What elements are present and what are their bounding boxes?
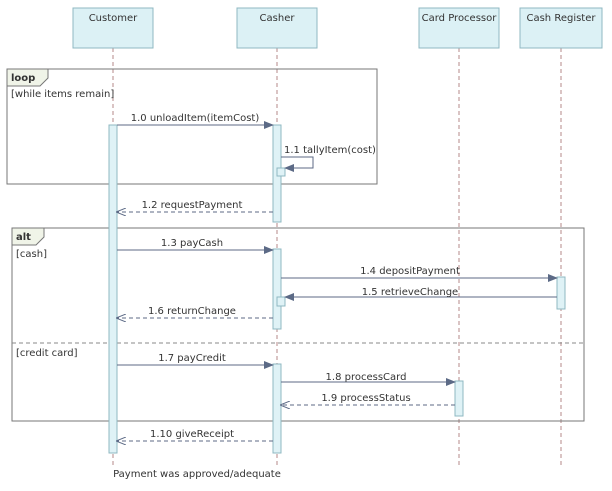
- alt-guard-credit-card: [credit card]: [16, 348, 78, 359]
- message-1-8[interactable]: 1.8 processCard: [281, 372, 456, 386]
- activation-customer: [108, 124, 118, 454]
- participant-cash-register-label: Cash Register: [526, 13, 596, 24]
- message-1-0-label: 1.0 unloadItem(itemCost): [131, 113, 260, 124]
- message-1-4-label: 1.4 depositPayment: [360, 266, 460, 277]
- message-1-6[interactable]: 1.6 returnChange: [117, 306, 273, 318]
- message-1-4[interactable]: 1.4 depositPayment: [281, 266, 558, 282]
- alt-guard-cash: [cash]: [16, 249, 47, 260]
- message-1-5-label: 1.5 retrieveChange: [362, 287, 458, 298]
- message-1-7[interactable]: 1.7 payCredit: [117, 353, 274, 369]
- activation-card-processor: [454, 380, 464, 417]
- message-1-2-label: 1.2 requestPayment: [142, 200, 243, 211]
- message-1-9-label: 1.9 processStatus: [321, 393, 410, 404]
- message-1-10-label: 1.10 giveReceipt: [150, 429, 234, 440]
- message-1-9[interactable]: 1.9 processStatus: [281, 393, 455, 405]
- message-1-0[interactable]: 1.0 unloadItem(itemCost): [117, 113, 274, 129]
- message-1-8-label: 1.8 processCard: [326, 372, 407, 383]
- participant-casher-label: Casher: [260, 13, 296, 24]
- activation-casher-self: [276, 167, 286, 177]
- activation-casher-2: [272, 248, 282, 330]
- message-1-3-label: 1.3 payCash: [161, 238, 223, 249]
- participant-casher[interactable]: Casher: [236, 7, 318, 49]
- message-1-6-label: 1.6 returnChange: [148, 306, 236, 317]
- loop-fragment: loop [while items remain]: [6, 68, 378, 185]
- participant-cash-register[interactable]: Cash Register: [519, 7, 603, 49]
- alt-keyword: alt: [16, 232, 31, 243]
- message-1-1-label: 1.1 tallyItem(cost): [284, 145, 376, 156]
- message-1-5[interactable]: 1.5 retrieveChange: [284, 287, 557, 301]
- message-1-3[interactable]: 1.3 payCash: [117, 238, 274, 254]
- note-text: Payment was approved/adequate: [113, 469, 281, 480]
- loop-guard: [while items remain]: [11, 89, 114, 100]
- message-1-10[interactable]: 1.10 giveReceipt: [117, 429, 273, 441]
- participant-customer-label: Customer: [89, 13, 138, 24]
- message-1-2[interactable]: 1.2 requestPayment: [117, 200, 273, 212]
- message-1-7-label: 1.7 payCredit: [158, 353, 226, 364]
- activation-casher-self-2: [276, 296, 286, 307]
- loop-keyword: loop: [11, 73, 35, 84]
- participant-customer[interactable]: Customer: [72, 7, 154, 49]
- alt-fragment: alt [cash] [credit card]: [11, 227, 585, 422]
- participant-card-processor[interactable]: Card Processor: [418, 7, 500, 49]
- activation-casher-3: [272, 363, 282, 454]
- participant-card-processor-label: Card Processor: [422, 13, 498, 24]
- activation-cash-register: [556, 276, 566, 310]
- message-1-1[interactable]: 1.1 tallyItem(cost): [281, 145, 376, 172]
